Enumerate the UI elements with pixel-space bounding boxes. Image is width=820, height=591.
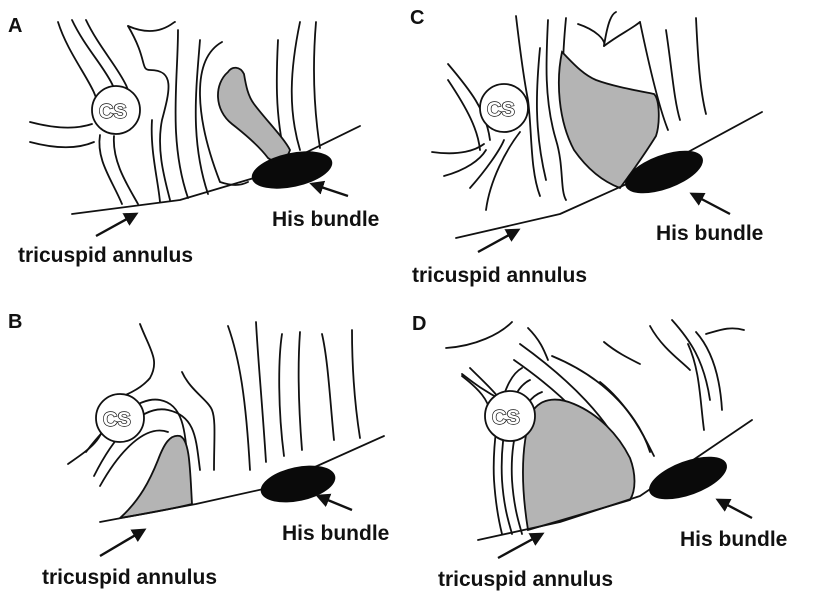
cs-label-c: CS [487, 99, 515, 121]
slow-pathway-zone-a [218, 68, 290, 162]
cs-label-d: CS [492, 407, 520, 429]
his-arrow-b [318, 496, 352, 510]
panel-letter-b: B [8, 311, 22, 333]
his-arrow-a [312, 184, 348, 196]
his-arrow-c [692, 194, 730, 214]
annulus-arrow-d [498, 534, 542, 558]
annulus-arrow-b [100, 530, 144, 556]
cs-label-b: CS [103, 409, 131, 431]
annulus-label-d: tricuspid annulus [438, 568, 613, 591]
his-bundle-b [257, 459, 338, 508]
panel-letter-c: C [410, 7, 424, 29]
his-label-a: His bundle [272, 208, 379, 231]
panel-d: D CS His bundle tricus [412, 313, 787, 591]
panel-b: B CS His bundle tricuspid annulus [8, 311, 389, 589]
annulus-label-c: tricuspid annulus [412, 264, 587, 287]
annulus-label-b: tricuspid annulus [42, 566, 217, 589]
panel-c: C CS His bundle tricuspid annulus [410, 7, 763, 287]
his-label-d: His bundle [680, 528, 787, 551]
slow-pathway-zone-d [523, 400, 634, 530]
panel-letter-a: A [8, 15, 22, 37]
his-bundle-d [644, 448, 733, 508]
panel-letter-d: D [412, 313, 426, 335]
annulus-arrow-c [478, 230, 518, 252]
cs-label-a: CS [99, 101, 127, 123]
annulus-label-a: tricuspid annulus [18, 244, 193, 267]
annulus-arrow-a [96, 214, 136, 236]
panel-a: A CS His b [8, 15, 379, 267]
slow-pathway-zone-b [120, 436, 192, 518]
his-label-c: His bundle [656, 222, 763, 245]
his-label-b: His bundle [282, 522, 389, 545]
his-arrow-d [718, 500, 752, 518]
